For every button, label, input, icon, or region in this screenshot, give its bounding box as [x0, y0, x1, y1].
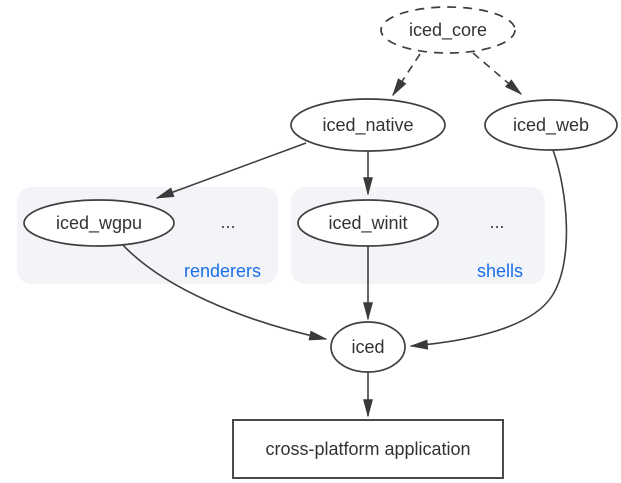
node-app-box: [232, 419, 504, 479]
group-renderers-label: renderers: [184, 261, 261, 281]
node-iced-native-ellipse: [290, 98, 446, 152]
group-shells-ellipsis: ...: [489, 212, 504, 232]
edge-iced-web-to-iced: [409, 149, 568, 350]
node-iced-winit-ellipse: [297, 199, 439, 247]
node-iced-label: iced: [351, 337, 384, 357]
group-shells-label: shells: [477, 261, 523, 281]
node-iced-native-label: iced_native: [322, 115, 413, 136]
edge-iced-core-to-iced-web: [472, 52, 523, 96]
node-iced-web-label: iced_web: [513, 115, 589, 136]
node-iced-ellipse: [330, 321, 406, 373]
node-iced-wgpu-label: iced_wgpu: [56, 213, 142, 234]
node-iced-web-ellipse: [484, 99, 618, 151]
node-iced-core-label: iced_core: [409, 20, 487, 41]
node-iced-wgpu-ellipse: [23, 199, 175, 247]
edge-iced-native-to-iced-wgpu: [155, 142, 307, 199]
group-renderers-ellipsis: ...: [220, 212, 235, 232]
node-app-label: cross-platform application: [265, 439, 470, 459]
edge-iced-wgpu-to-iced: [121, 243, 328, 341]
node-iced-core-ellipse: [380, 6, 516, 54]
node-iced-winit-label: iced_winit: [328, 213, 407, 234]
edge-iced-core-to-iced-native: [392, 53, 421, 97]
